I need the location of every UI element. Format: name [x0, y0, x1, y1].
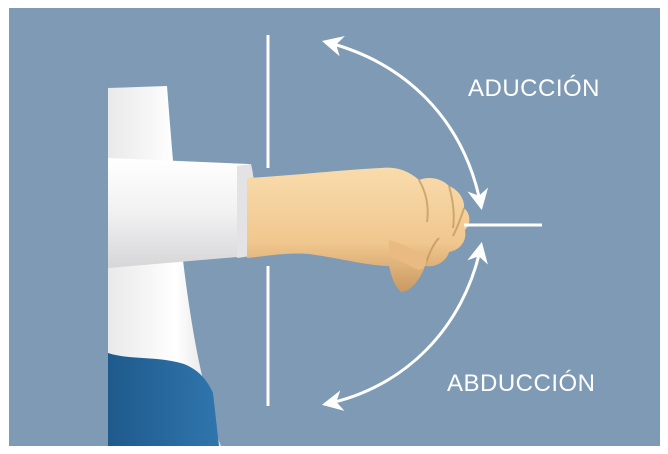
pants [108, 353, 219, 446]
sleeve [108, 158, 254, 268]
adduction-label: ADUCCIÓN [468, 75, 600, 103]
hand [247, 168, 469, 292]
diagram-panel: ADUCCIÓN ABDUCCIÓN [9, 8, 660, 446]
abduction-label: ABDUCCIÓN [447, 370, 596, 398]
